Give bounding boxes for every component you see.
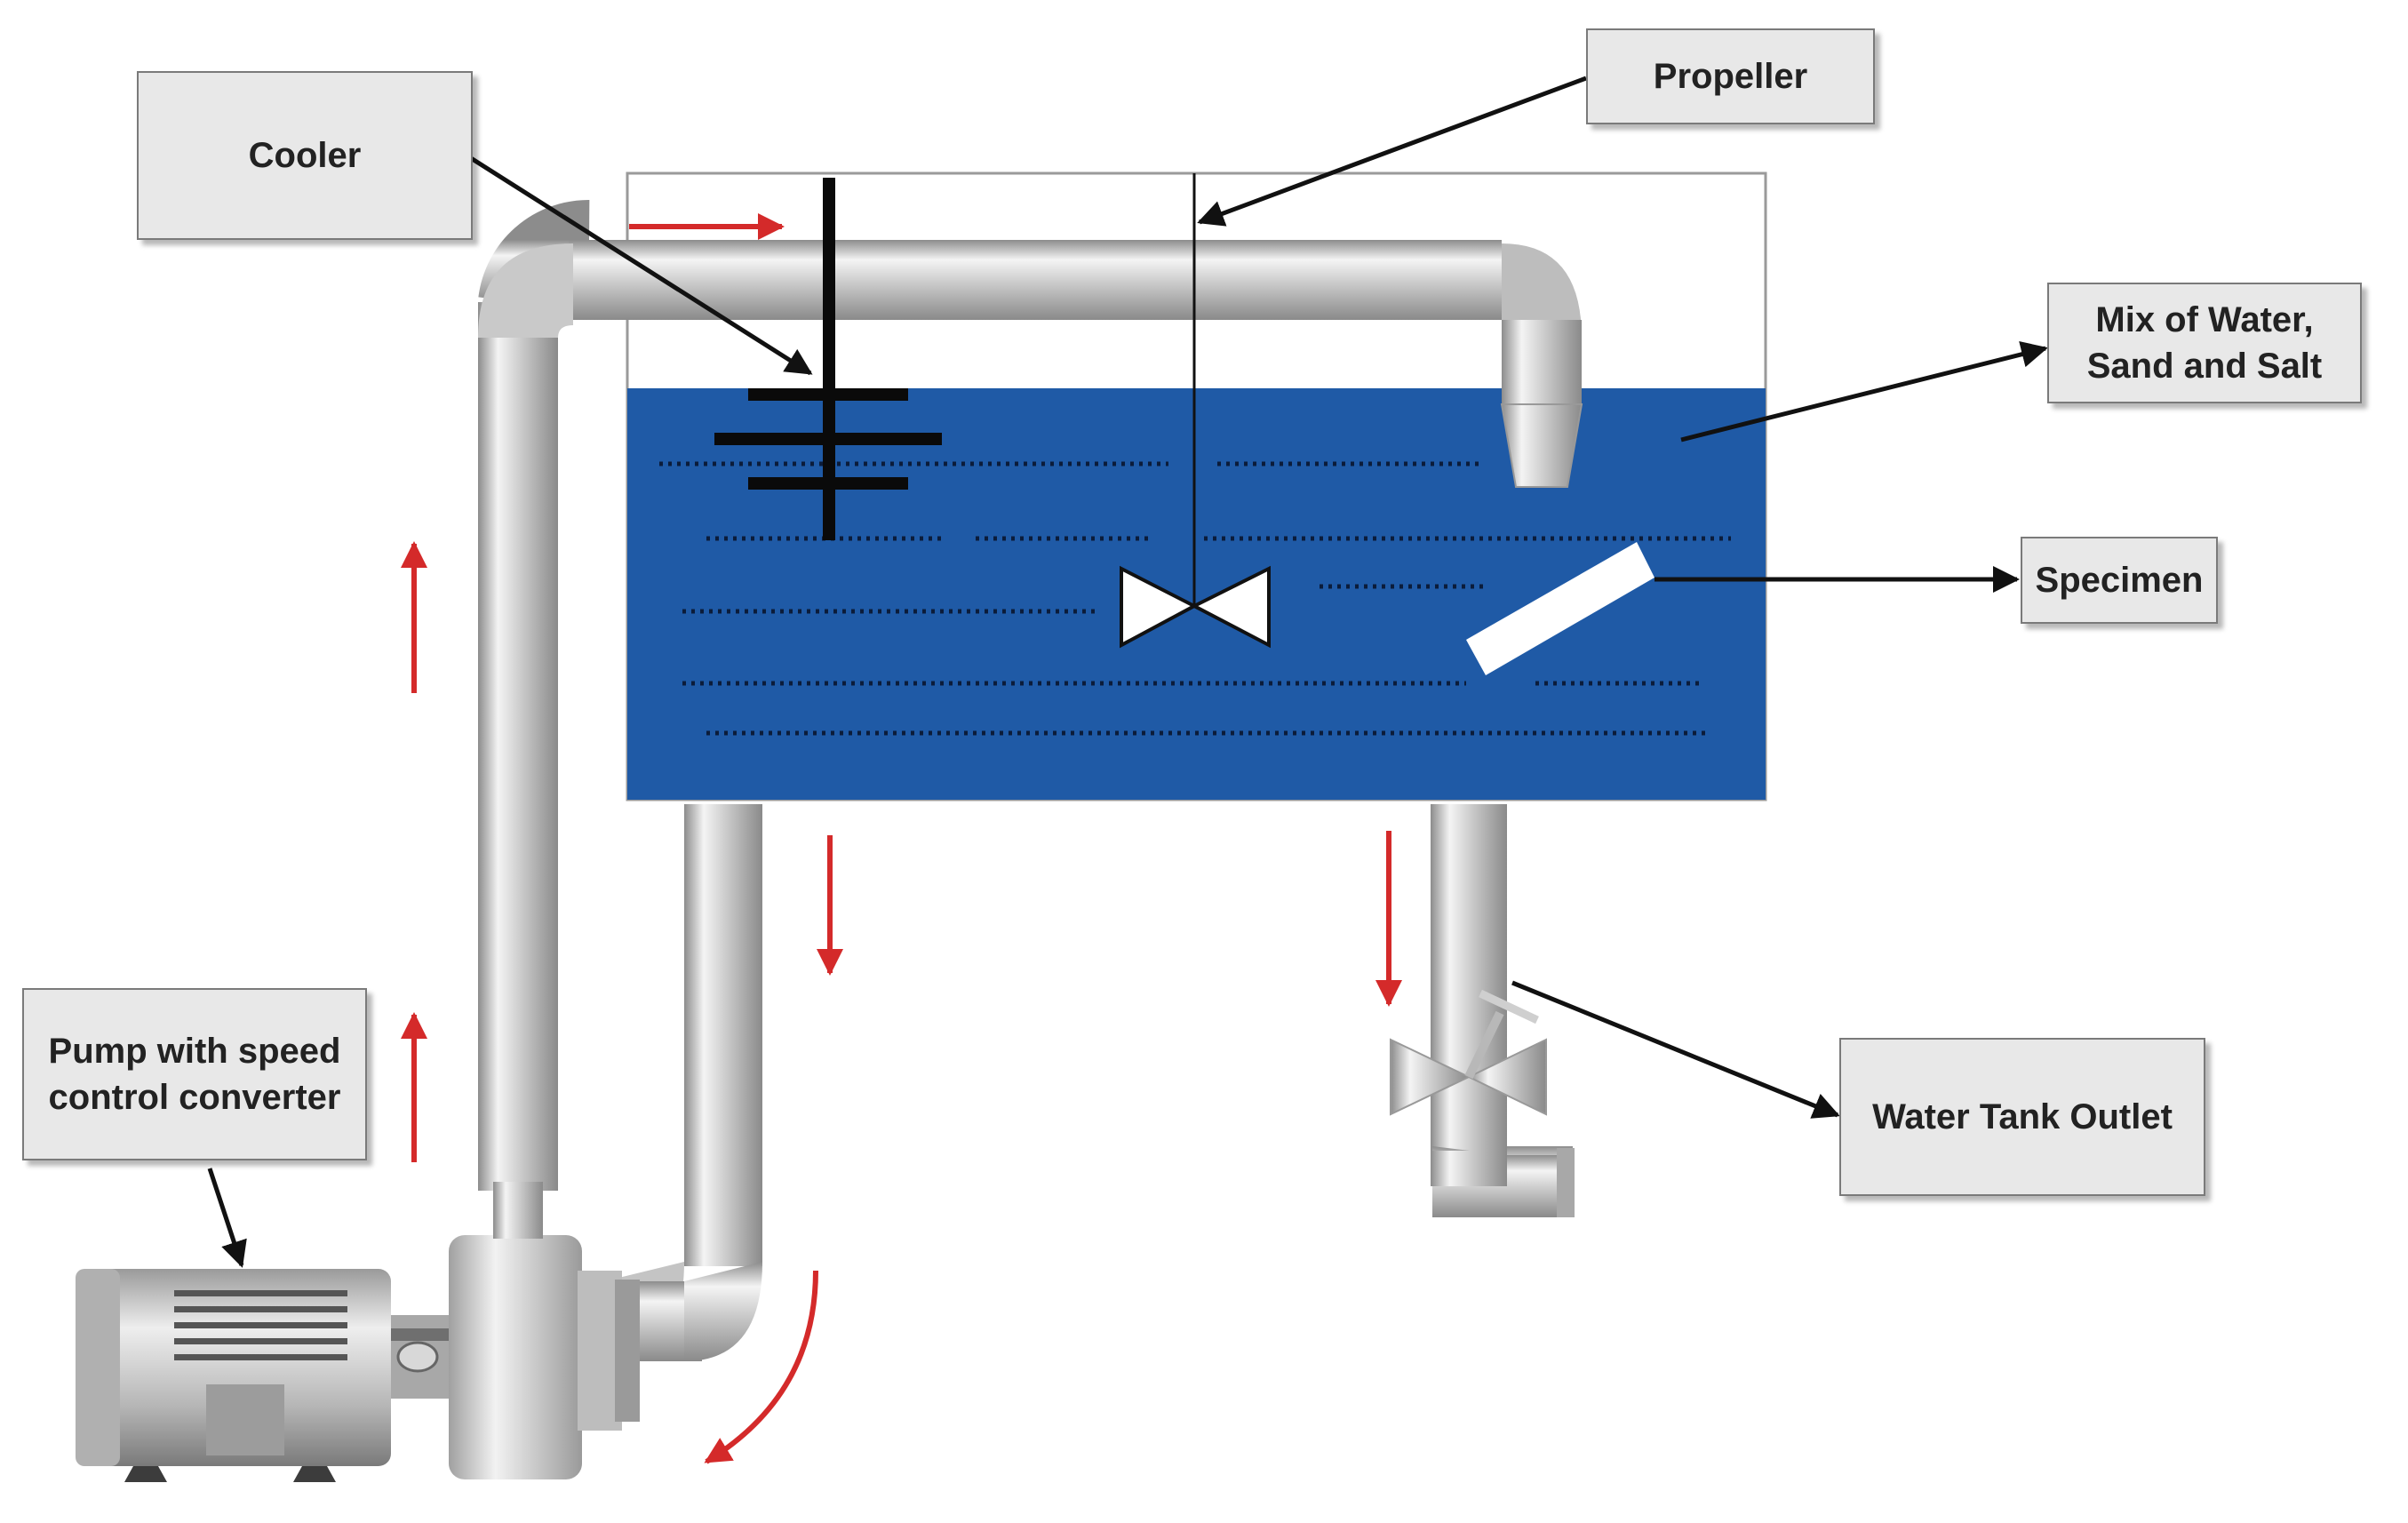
label-propeller: Propeller [1586,28,1875,124]
water-texture-dots [659,461,1731,736]
label-specimen-text: Specimen [2035,561,2204,600]
label-propeller-text: Propeller [1653,57,1808,96]
pointer-outlet [1511,980,1840,1119]
label-mix: Mix of Water, Sand and Salt [2047,283,2362,403]
tank-drain-pipe [604,804,762,1361]
label-pump-line2: control converter [48,1078,341,1117]
propeller-icon [1120,173,1271,649]
specimen-icon [1466,542,1655,675]
label-pump: Pump with speed control converter [22,988,367,1160]
valve-icon [1390,989,1547,1116]
label-mix-line1: Mix of Water, [2095,300,2314,339]
pointer-lines [207,76,2048,1268]
flow-arrows [401,213,1402,1464]
pointer-propeller [1197,76,1587,227]
return-pipe [478,200,1583,1191]
label-pump-line1: Pump with speed [48,1032,341,1071]
cooler-icon [714,178,942,540]
label-outlet-text: Water Tank Outlet [1872,1097,2173,1136]
label-specimen: Specimen [2021,537,2218,624]
pointer-mix [1680,341,2048,443]
flow-arrow-curved [704,1270,818,1464]
outlet-pipe [1431,804,1575,1217]
label-cooler-text: Cooler [248,136,362,175]
pointer-cooler [469,155,813,376]
label-mix-line2: Sand and Salt [2086,347,2323,386]
pump-motor-icon [76,1182,640,1482]
label-cooler: Cooler [137,71,473,240]
pointer-pump [207,1168,247,1268]
label-outlet: Water Tank Outlet [1839,1038,2205,1196]
